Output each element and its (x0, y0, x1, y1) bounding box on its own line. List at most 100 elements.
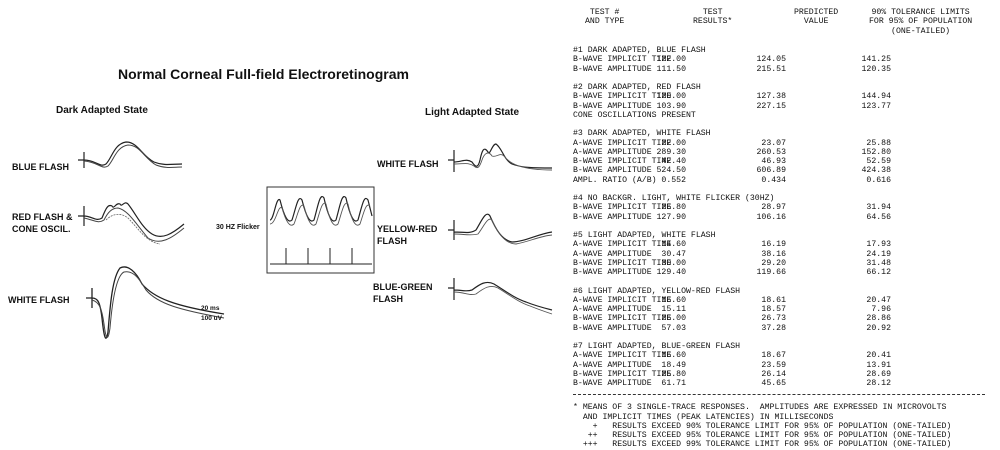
predicted-value: 26.73 (761, 314, 786, 324)
flicker-trace (266, 186, 375, 274)
group-title: #6 LIGHT ADAPTED, YELLOW-RED FLASH (573, 286, 741, 296)
predicted-value: 38.16 (761, 249, 786, 259)
tolerance-limit: 0.616 (866, 175, 891, 185)
measure-name: B-WAVE IMPLICIT TIME (573, 369, 672, 379)
test-result: 61.71 (661, 379, 686, 388)
measure-name: AMPL. RATIO (A/B) (573, 175, 657, 185)
predicted-value: 46.93 (761, 157, 786, 166)
figure-title: Normal Corneal Full-field Electroretinog… (118, 66, 409, 82)
red-flash-trace (78, 202, 185, 245)
tolerance-limit: 52.59 (866, 157, 891, 166)
measure-name: A-WAVE AMPLITUDE (573, 360, 652, 370)
predicted-value: 106.16 (756, 212, 786, 222)
measure-name: B-WAVE AMPLITUDE (573, 212, 652, 222)
tolerance-limit: 123.77 (861, 101, 891, 111)
footnote-line: + RESULTS EXCEED 90% TOLERANCE LIMIT FOR… (573, 421, 952, 431)
header-tolerance: 90% TOLERANCE LIMITS FOR 95% OF POPULATI… (869, 8, 973, 36)
test-result: 25.80 (661, 369, 686, 379)
footnote-line: ++ RESULTS EXCEED 95% TOLERANCE LIMIT FO… (573, 431, 952, 440)
test-result: 30.47 (661, 249, 686, 259)
white-scale-uv: 100 uV (201, 315, 222, 322)
group-gap (573, 120, 993, 129)
tolerance-limit: 20.47 (866, 295, 891, 305)
tolerance-limit: 141.25 (861, 55, 891, 65)
test-result: 30.00 (661, 258, 686, 268)
test-result: 0.552 (661, 175, 686, 185)
test-result: 127.90 (656, 212, 686, 222)
flicker-label: 30 HZ Flicker (216, 224, 260, 231)
header-results: TEST RESULTS* (693, 8, 733, 27)
predicted-value: 215.51 (756, 64, 786, 74)
test-result: 289.30 (656, 147, 686, 157)
measure-name: A-WAVE IMPLICIT TIME (573, 351, 672, 361)
red-flash-label-1: RED FLASH & (12, 212, 73, 222)
tolerance-limit: 20.92 (866, 323, 891, 333)
white-flash-light-trace (448, 143, 553, 172)
measure-name: B-WAVE IMPLICIT TIME (573, 203, 672, 213)
group-title: #4 NO BACKGR. LIGHT, WHITE FLICKER (30HZ… (573, 194, 775, 203)
predicted-value: 26.14 (761, 369, 786, 379)
measure-name: B-WAVE IMPLICIT TIME (573, 258, 672, 268)
measure-name: A-WAVE AMPLITUDE (573, 305, 652, 314)
test-result: 22.00 (661, 138, 686, 148)
tolerance-limit: 28.12 (866, 379, 891, 388)
predicted-value: 124.05 (756, 55, 786, 65)
group-title: #3 DARK ADAPTED, WHITE FLASH (573, 129, 711, 139)
dark-adapted-heading: Dark Adapted State (56, 105, 148, 116)
test-result: 42.40 (661, 157, 686, 166)
group-title: #7 LIGHT ADAPTED, BLUE-GREEN FLASH (573, 342, 741, 351)
tolerance-limit: 424.38 (861, 166, 891, 176)
measure-name: A-WAVE IMPLICIT TIME (573, 295, 672, 305)
tolerance-limit: 24.19 (866, 249, 891, 259)
white-flash-dark-trace (86, 266, 225, 339)
tolerance-limit: 28.69 (866, 369, 891, 379)
predicted-value: 0.434 (761, 175, 786, 185)
predicted-value: 18.57 (761, 305, 786, 314)
predicted-value: 29.20 (761, 258, 786, 268)
measure-name: B-WAVE IMPLICIT TIME (573, 157, 672, 166)
group-gap (573, 222, 993, 231)
measure-name: A-WAVE AMPLITUDE (573, 147, 652, 157)
measure-name: B-WAVE AMPLITUDE (573, 323, 652, 333)
tolerance-limit: 13.91 (866, 360, 891, 370)
table-row: CONE OSCILLATIONS PRESENT (573, 111, 993, 120)
group-gap (573, 185, 993, 194)
group-gap (573, 74, 993, 83)
test-result: 26.00 (661, 314, 686, 324)
measure-name: B-WAVE AMPLITUDE (573, 101, 652, 111)
predicted-value: 28.97 (761, 203, 786, 213)
test-result: 103.90 (656, 101, 686, 111)
footnote-line: +++ RESULTS EXCEED 99% TOLERANCE LIMIT F… (573, 440, 952, 450)
predicted-value: 37.28 (761, 323, 786, 333)
group-gap (573, 277, 993, 286)
tolerance-limit: 25.88 (866, 138, 891, 148)
measure-name: B-WAVE IMPLICIT TIME (573, 92, 672, 102)
yellow-red-trace (448, 213, 553, 245)
light-adapted-heading: Light Adapted State (425, 107, 520, 118)
measure-name: B-WAVE IMPLICIT TIME (573, 314, 672, 324)
predicted-value: 119.66 (756, 268, 786, 277)
measure-name: B-WAVE AMPLITUDE (573, 64, 652, 74)
tolerance-limit: 120.35 (861, 64, 891, 74)
tolerance-limit: 64.56 (866, 212, 891, 222)
table-row: AMPL. RATIO (A/B) 0.552 0.434 0.616 (573, 176, 993, 185)
test-result: 129.40 (656, 268, 686, 277)
group-title: #5 LIGHT ADAPTED, WHITE FLASH (573, 231, 716, 240)
blue-green-trace (448, 278, 553, 315)
